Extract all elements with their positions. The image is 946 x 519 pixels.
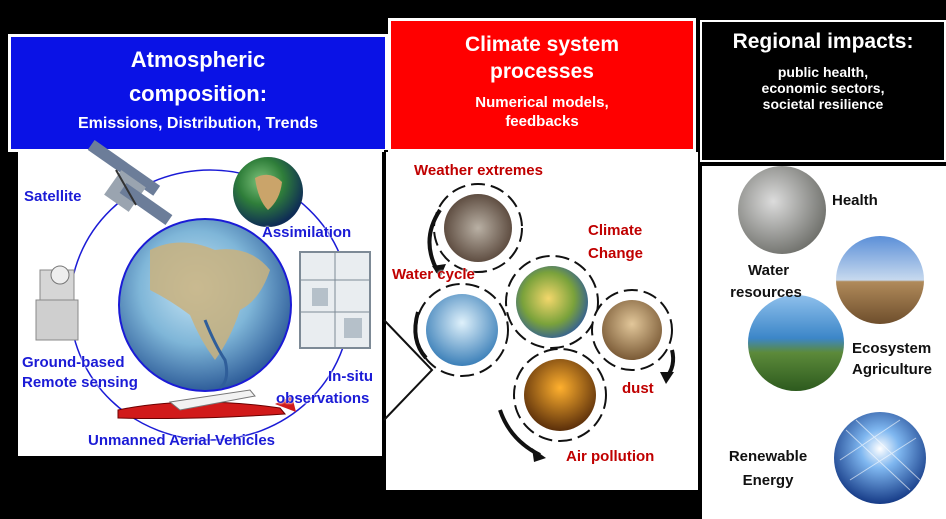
label-climate: Climate <box>588 222 643 239</box>
col1-subtitle: Emissions, Distribution, Trends <box>77 115 319 132</box>
health-image <box>738 166 826 254</box>
label-remote-sensing: Remote sensing <box>22 374 138 391</box>
label-observations: observations <box>276 390 370 407</box>
col1-title-line2: composition: <box>128 81 268 106</box>
col3-title: Regional impacts: <box>732 30 914 53</box>
col2-title-line2: processes <box>490 60 594 83</box>
label-in-situ: In-situ <box>328 368 373 385</box>
col3-sub-line3: societal resilience <box>762 96 884 112</box>
col1-title-line1: Atmospheric <box>130 47 266 72</box>
label-water-cycle: Water cycle <box>392 266 475 283</box>
label-uav: Unmanned Aerial Vehicles <box>88 432 276 449</box>
insitu-instrument-image <box>299 251 371 349</box>
uav-image <box>117 389 296 419</box>
water-resources-image <box>836 236 924 324</box>
col2-subtitle-line1: Numerical models, <box>475 94 609 111</box>
label-renewable: Renewable <box>728 448 808 465</box>
gear-air-pollution <box>513 348 607 442</box>
label-change: Change <box>588 245 644 262</box>
gear-water-cycle <box>415 283 509 377</box>
label-dust: dust <box>622 380 654 397</box>
gear-climate-change <box>505 255 599 349</box>
gear-dust <box>591 289 673 371</box>
label-assimilation: Assimilation <box>262 224 352 241</box>
label-ground-based: Ground-based <box>22 354 125 371</box>
ecosystem-image <box>748 295 844 391</box>
col2-subtitle-line2: feedbacks <box>505 113 579 130</box>
col3-sub-line1: public health, <box>777 64 869 80</box>
label-water: Water <box>748 262 790 279</box>
satellite-image <box>87 140 173 225</box>
label-resources: resources <box>730 284 802 301</box>
renewable-energy-image <box>834 412 926 504</box>
climate-processes-header: Climate system processes Numerical model… <box>388 18 696 152</box>
label-weather-extremes: Weather extremes <box>414 162 543 179</box>
label-health: Health <box>832 192 878 209</box>
ground-station-image <box>35 265 79 341</box>
atmospheric-composition-header: Atmospheric composition: Emissions, Dist… <box>8 34 388 152</box>
regional-impacts-header: Regional impacts: public health, economi… <box>700 20 946 162</box>
label-satellite: Satellite <box>24 188 82 205</box>
label-air-pollution: Air pollution <box>566 448 655 465</box>
label-ecosystem: Ecosystem <box>852 340 932 357</box>
rotation-arrow-water <box>413 311 428 360</box>
label-energy: Energy <box>742 472 794 489</box>
label-agriculture: Agriculture <box>852 361 933 378</box>
gear-weather-extremes <box>433 183 523 273</box>
col3-sub-line2: economic sectors, <box>761 80 885 96</box>
col2-title-line1: Climate system <box>464 33 620 56</box>
